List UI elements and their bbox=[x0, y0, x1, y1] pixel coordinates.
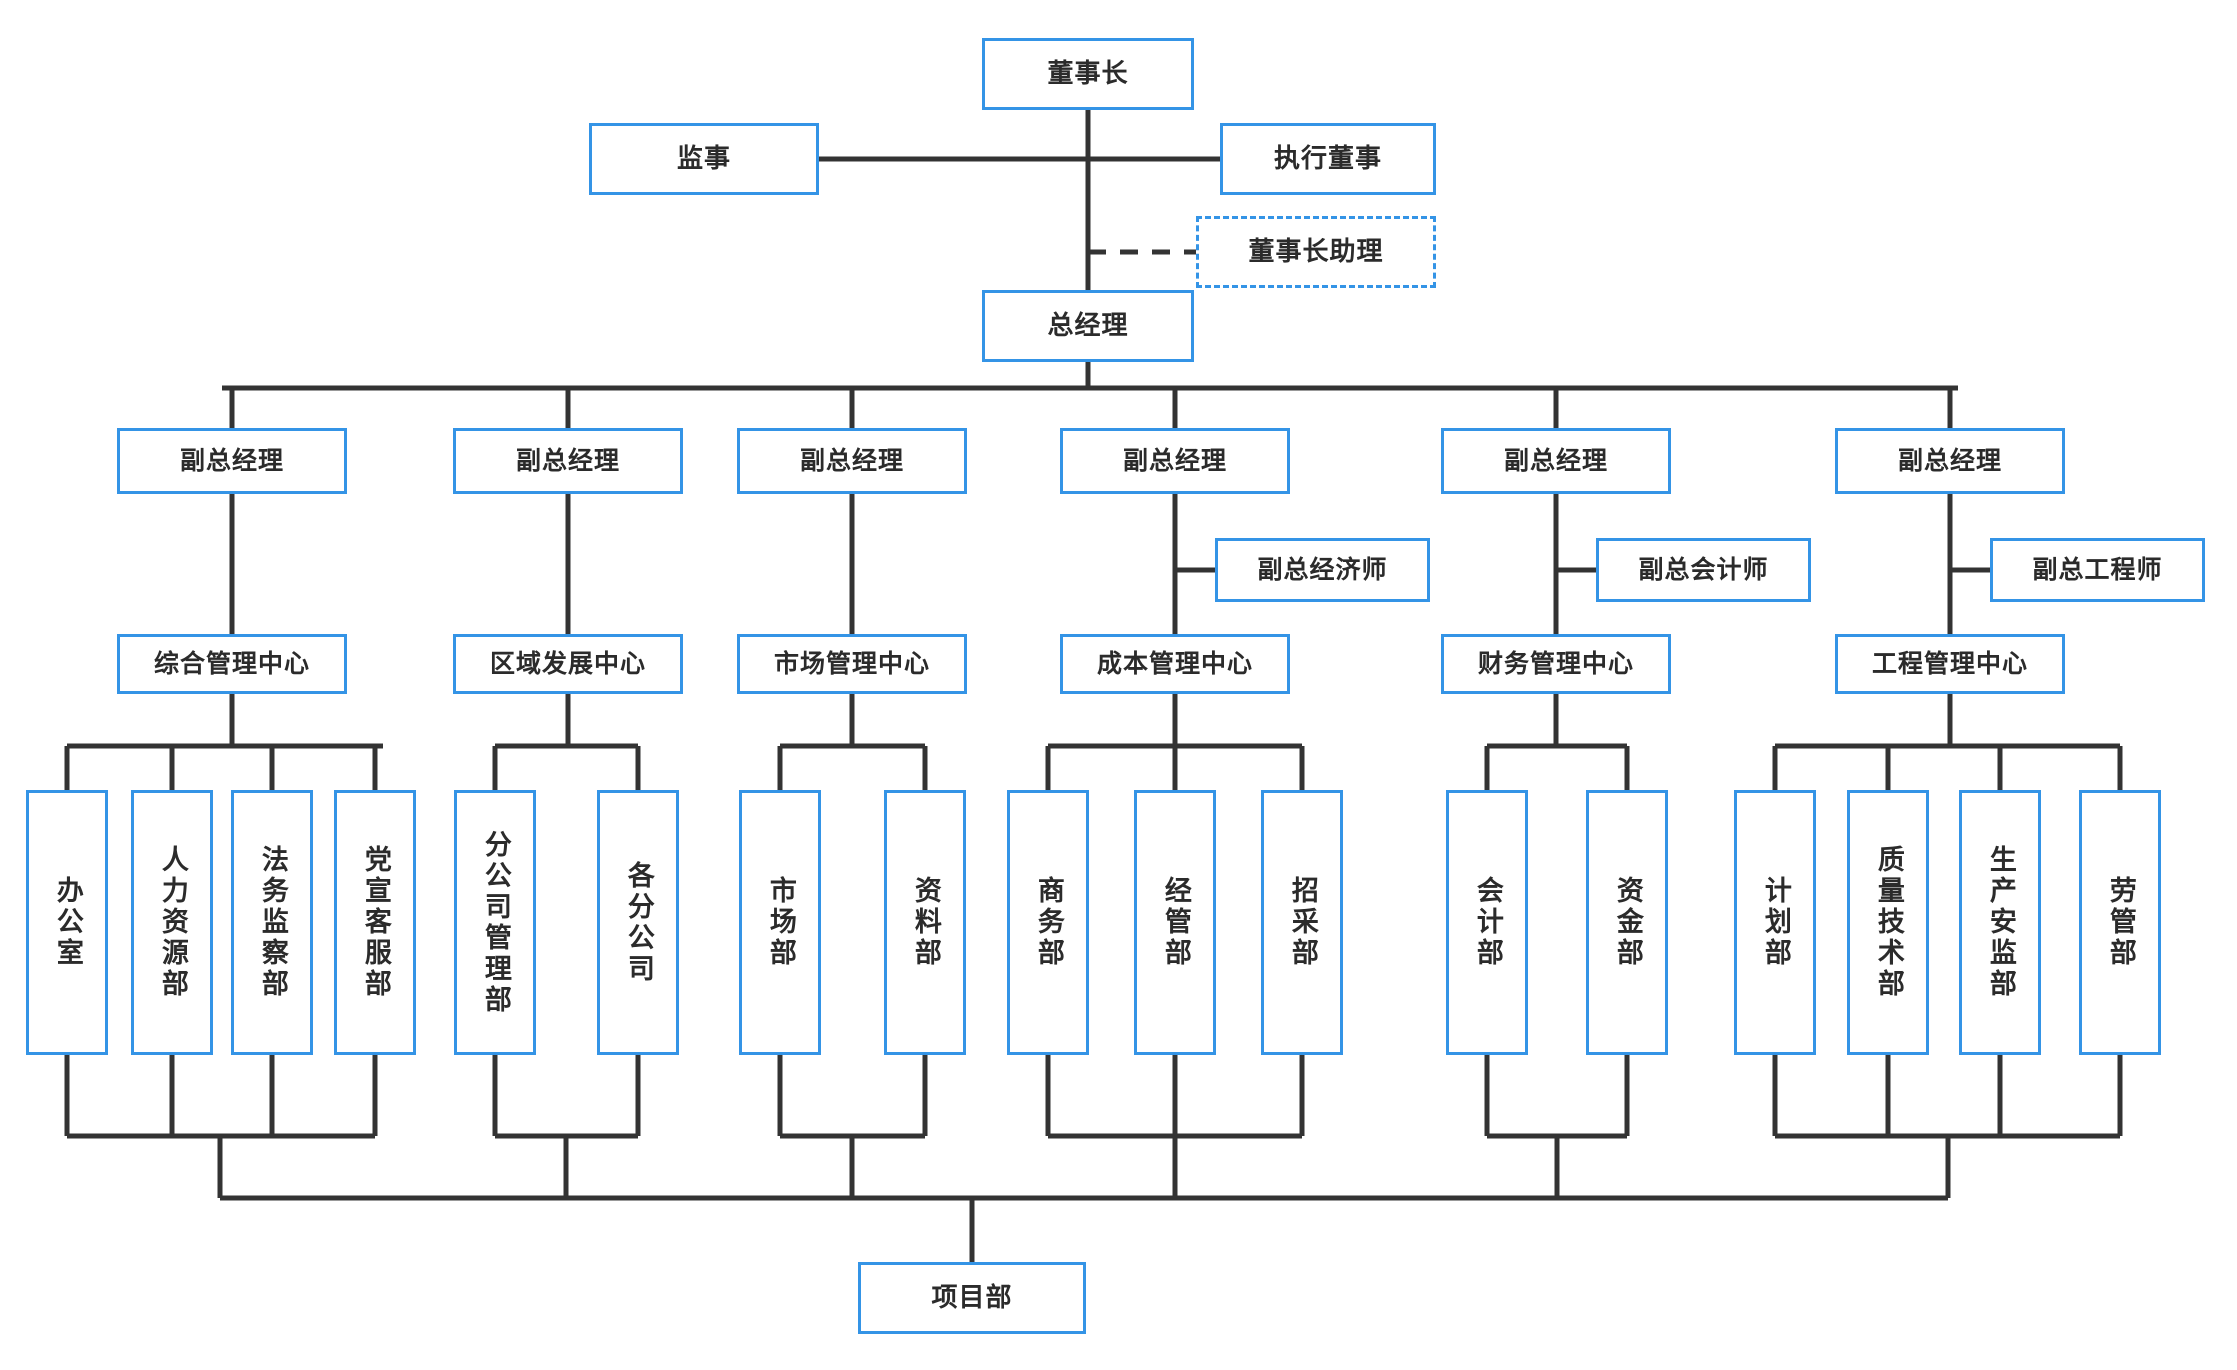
node-supervisor[interactable]: 监事 bbox=[589, 123, 819, 195]
node-deputy-gm-1-label: 副总经理 bbox=[179, 446, 284, 476]
node-project-department-label: 项目部 bbox=[931, 1282, 1013, 1313]
node-chairman[interactable]: 董事长 bbox=[982, 38, 1194, 110]
node-center-3-label: 市场管理中心 bbox=[773, 649, 930, 679]
node-specialist-4-label: 副总经济师 bbox=[1257, 555, 1388, 585]
node-specialist-deputy-chief-economist[interactable]: 副总经济师 bbox=[1215, 538, 1430, 602]
node-deputy-gm-2[interactable]: 副总经理 bbox=[453, 428, 683, 494]
node-project-department[interactable]: 项目部 bbox=[858, 1262, 1086, 1334]
node-department-6-1-label: 计划部 bbox=[1759, 876, 1791, 969]
node-department-labor-management[interactable]: 劳管部 bbox=[2079, 790, 2161, 1055]
node-department-bidding-procurement[interactable]: 招采部 bbox=[1261, 790, 1343, 1055]
node-center-2-label: 区域发展中心 bbox=[489, 649, 646, 679]
node-executive-director[interactable]: 执行董事 bbox=[1220, 123, 1436, 195]
node-department-documentation[interactable]: 资料部 bbox=[884, 790, 966, 1055]
node-department-marketing[interactable]: 市场部 bbox=[739, 790, 821, 1055]
node-department-quality-technology[interactable]: 质量技术部 bbox=[1847, 790, 1929, 1055]
node-specialist-deputy-chief-accountant[interactable]: 副总会计师 bbox=[1596, 538, 1811, 602]
node-department-2-2-label: 各分公司 bbox=[622, 860, 654, 985]
node-center-4-label: 成本管理中心 bbox=[1096, 649, 1253, 679]
node-center-6-label: 工程管理中心 bbox=[1871, 649, 2028, 679]
node-department-economic-management[interactable]: 经管部 bbox=[1134, 790, 1216, 1055]
node-department-business[interactable]: 商务部 bbox=[1007, 790, 1089, 1055]
node-general-manager-label: 总经理 bbox=[1047, 310, 1129, 341]
node-deputy-gm-6-label: 副总经理 bbox=[1897, 446, 2002, 476]
node-specialist-6-label: 副总工程师 bbox=[2032, 555, 2163, 585]
node-department-planning[interactable]: 计划部 bbox=[1734, 790, 1816, 1055]
node-chairman-label: 董事长 bbox=[1047, 58, 1129, 89]
node-department-6-4-label: 劳管部 bbox=[2104, 876, 2136, 969]
node-center-regional-development[interactable]: 区域发展中心 bbox=[453, 634, 683, 694]
node-specialist-5-label: 副总会计师 bbox=[1638, 555, 1769, 585]
node-deputy-gm-3-label: 副总经理 bbox=[799, 446, 904, 476]
node-department-4-2-label: 经管部 bbox=[1159, 876, 1191, 969]
node-department-5-1-label: 会计部 bbox=[1471, 876, 1503, 969]
node-deputy-gm-5[interactable]: 副总经理 bbox=[1441, 428, 1671, 494]
node-department-production-safety-supervision[interactable]: 生产安监部 bbox=[1959, 790, 2041, 1055]
node-department-3-1-label: 市场部 bbox=[764, 876, 796, 969]
node-general-manager[interactable]: 总经理 bbox=[982, 290, 1194, 362]
node-deputy-gm-2-label: 副总经理 bbox=[515, 446, 620, 476]
node-department-branch-companies[interactable]: 各分公司 bbox=[597, 790, 679, 1055]
node-center-5-label: 财务管理中心 bbox=[1477, 649, 1634, 679]
node-supervisor-label: 监事 bbox=[676, 143, 731, 174]
node-department-1-4-label: 党宣客服部 bbox=[359, 845, 391, 1000]
node-specialist-deputy-chief-engineer[interactable]: 副总工程师 bbox=[1990, 538, 2205, 602]
node-deputy-gm-3[interactable]: 副总经理 bbox=[737, 428, 967, 494]
node-center-engineering-management[interactable]: 工程管理中心 bbox=[1835, 634, 2065, 694]
node-chairman-assistant[interactable]: 董事长助理 bbox=[1196, 216, 1436, 288]
node-center-market-management[interactable]: 市场管理中心 bbox=[737, 634, 967, 694]
node-deputy-gm-6[interactable]: 副总经理 bbox=[1835, 428, 2065, 494]
node-deputy-gm-4[interactable]: 副总经理 bbox=[1060, 428, 1290, 494]
node-department-office[interactable]: 办公室 bbox=[26, 790, 108, 1055]
node-department-1-1-label: 办公室 bbox=[51, 876, 83, 969]
node-department-2-1-label: 分公司管理部 bbox=[479, 829, 511, 1016]
node-executive-director-label: 执行董事 bbox=[1273, 143, 1382, 174]
node-department-4-3-label: 招采部 bbox=[1286, 876, 1318, 969]
node-deputy-gm-4-label: 副总经理 bbox=[1122, 446, 1227, 476]
node-department-accounting[interactable]: 会计部 bbox=[1446, 790, 1528, 1055]
node-department-branch-management[interactable]: 分公司管理部 bbox=[454, 790, 536, 1055]
node-center-finance-management[interactable]: 财务管理中心 bbox=[1441, 634, 1671, 694]
node-center-cost-management[interactable]: 成本管理中心 bbox=[1060, 634, 1290, 694]
node-chairman-assistant-label: 董事长助理 bbox=[1248, 236, 1384, 267]
node-department-1-2-label: 人力资源部 bbox=[156, 845, 188, 1000]
node-department-6-3-label: 生产安监部 bbox=[1984, 845, 2016, 1000]
node-department-legal-supervision[interactable]: 法务监察部 bbox=[231, 790, 313, 1055]
node-department-3-2-label: 资料部 bbox=[909, 876, 941, 969]
node-department-4-1-label: 商务部 bbox=[1032, 876, 1064, 969]
node-department-5-2-label: 资金部 bbox=[1611, 876, 1643, 969]
node-deputy-gm-1[interactable]: 副总经理 bbox=[117, 428, 347, 494]
node-department-funds[interactable]: 资金部 bbox=[1586, 790, 1668, 1055]
node-department-party-publicity-customer-service[interactable]: 党宣客服部 bbox=[334, 790, 416, 1055]
node-deputy-gm-5-label: 副总经理 bbox=[1503, 446, 1608, 476]
node-department-1-3-label: 法务监察部 bbox=[256, 845, 288, 1000]
node-department-human-resources[interactable]: 人力资源部 bbox=[131, 790, 213, 1055]
node-center-1-label: 综合管理中心 bbox=[153, 649, 310, 679]
node-center-general-management[interactable]: 综合管理中心 bbox=[117, 634, 347, 694]
node-department-6-2-label: 质量技术部 bbox=[1872, 845, 1904, 1000]
